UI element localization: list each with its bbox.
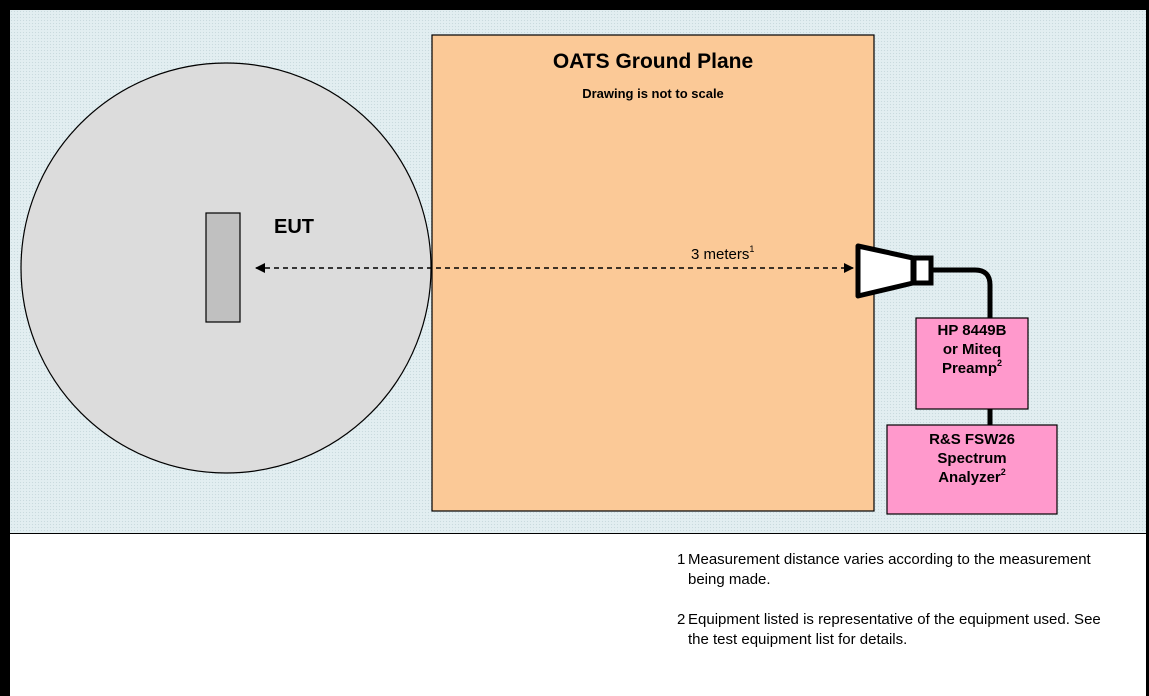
diagram-title: OATS Ground Plane (552, 50, 754, 73)
eut-box (205, 212, 241, 323)
preamp-line-3: Preamp2 (916, 359, 1028, 378)
preamp-line-1: HP 8449B (937, 322, 1007, 339)
footnote-2-number: 2 (677, 611, 686, 628)
footnote-1: 1 Measurement distance varies according … (677, 550, 1117, 590)
diagram-subtitle: Drawing is not to scale (582, 86, 724, 101)
analyzer-line-3: Analyzer2 (887, 468, 1057, 487)
footnote-2-text: Equipment listed is representative of th… (688, 611, 1101, 648)
preamp-line-3-text: Preamp (941, 360, 997, 377)
horn-antenna (855, 243, 934, 299)
analyzer-footnote-ref: 2 (1000, 467, 1006, 477)
distance-text: 3 meters (691, 246, 750, 263)
analyzer-line-3-text: Analyzer (938, 469, 1001, 486)
footnote-1-text: Measurement distance varies according to… (688, 551, 1091, 588)
preamp-footnote-ref: 2 (997, 358, 1003, 368)
preamp-box (915, 317, 1029, 410)
eut-label: EUT (274, 216, 314, 238)
ground-plane (431, 34, 875, 512)
notes-area (10, 534, 1146, 696)
analyzer-line-2: Spectrum (937, 450, 1007, 467)
footnote-1-number: 1 (677, 551, 686, 568)
distance-label: 3 meters1 (691, 244, 755, 264)
footnote-2: 2 Equipment listed is representative of … (677, 610, 1117, 650)
analyzer-line-1: R&S FSW26 (929, 431, 1015, 448)
distance-footnote-ref: 1 (749, 244, 755, 254)
spectrum-analyzer-box (886, 424, 1058, 515)
antenna-cable (933, 267, 993, 318)
preamp-label: HP 8449B or Miteq Preamp2 (916, 321, 1028, 378)
spectrum-analyzer-label: R&S FSW26 Spectrum Analyzer2 (887, 430, 1057, 487)
preamp-line-2: or Miteq (942, 341, 1002, 358)
